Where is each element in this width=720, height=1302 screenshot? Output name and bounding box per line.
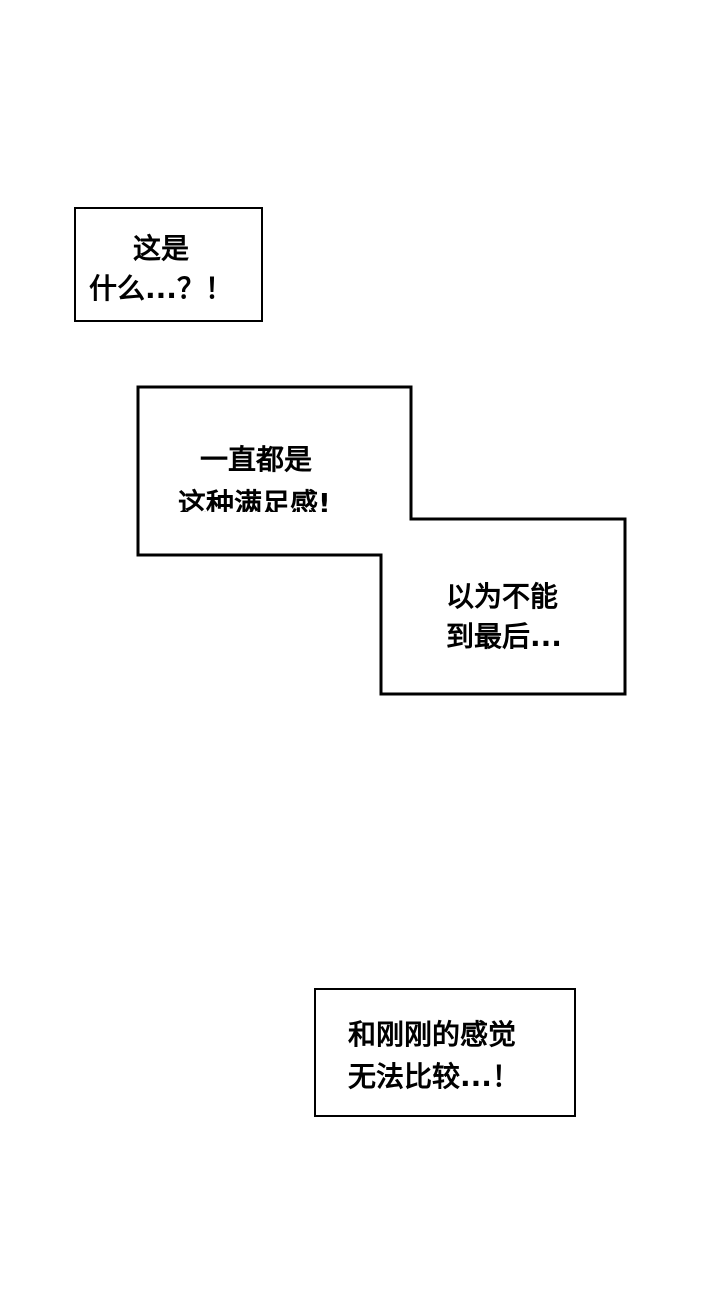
speech-box-2-line-1: 一直都是: [200, 443, 313, 476]
speech-box-2-line-2: 这种满足感!: [178, 488, 331, 512]
speech-box-3-line-1: 以为不能: [446, 580, 559, 613]
speech-box-4: [314, 988, 576, 1117]
speech-box-2-line-2-clip: 这种满足感!: [178, 488, 378, 512]
speech-box-3-line-2: 到最后...: [446, 620, 562, 653]
speech-box-1-line-2: 什么...？！: [89, 272, 233, 305]
speech-box-1-line-1: 这是: [132, 232, 189, 265]
speech-box-1: [74, 207, 263, 322]
speech-box-4-line-2: 无法比较...！: [348, 1060, 520, 1093]
speech-box-4-line-1: 和刚刚的感觉: [348, 1018, 517, 1051]
